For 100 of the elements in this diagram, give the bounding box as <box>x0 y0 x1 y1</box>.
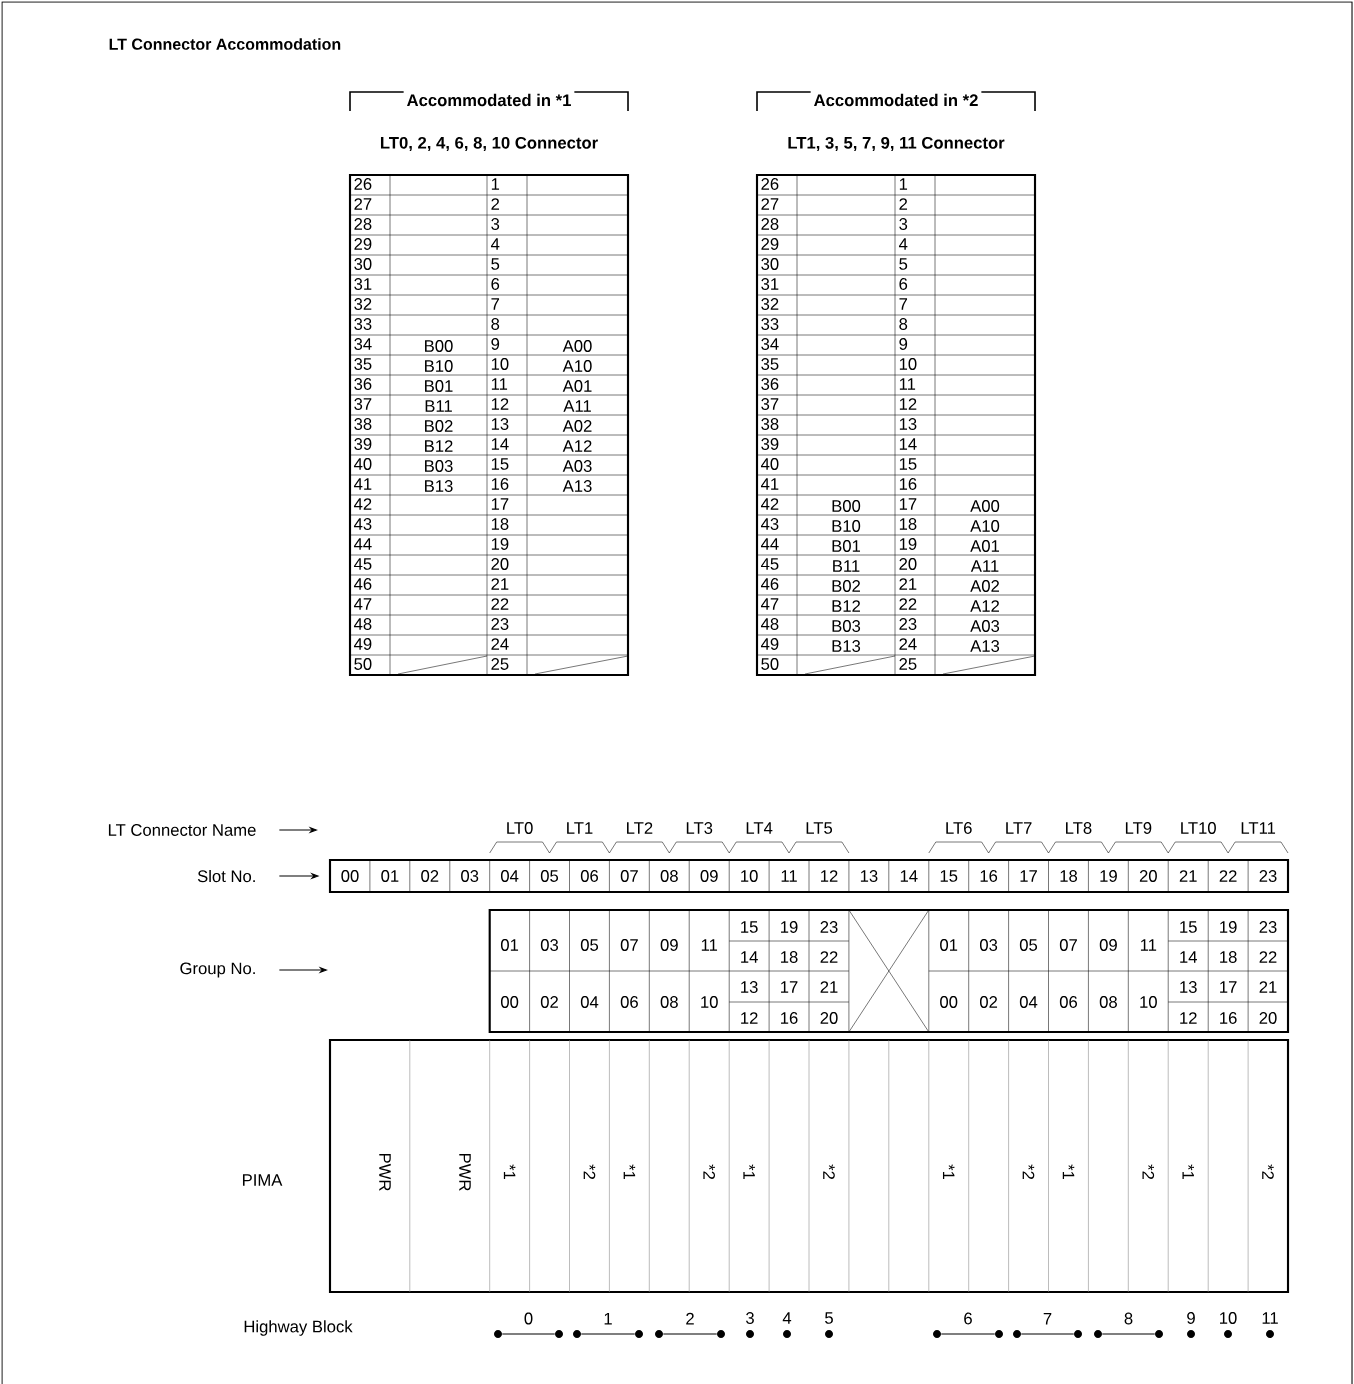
signal-name: B00 <box>832 500 861 512</box>
edge-label: 0 <box>524 1312 533 1325</box>
pin-number: 44 <box>354 538 372 550</box>
pin-number: 14 <box>899 438 917 450</box>
pin-number: 22 <box>899 598 917 610</box>
group-number: 10 <box>1140 996 1157 1008</box>
pin-number: 15 <box>491 458 509 470</box>
group-number: 02 <box>980 996 998 1008</box>
connector-name: LT1 <box>567 822 593 834</box>
pin-number: 14 <box>491 438 509 450</box>
pin-number: 43 <box>761 518 779 530</box>
pin-number: 45 <box>761 558 779 570</box>
signal-name: A13 <box>970 640 1000 652</box>
pin-number: 7 <box>899 298 908 310</box>
pin-number: 20 <box>899 558 917 570</box>
pin-number: 49 <box>761 638 779 650</box>
pin-number: 43 <box>354 518 372 530</box>
signal-name: B01 <box>425 380 453 392</box>
pin-number: 1 <box>491 178 500 190</box>
pin-number: 50 <box>761 658 779 670</box>
pin-number: 30 <box>761 258 779 270</box>
group-number: 15 <box>741 921 758 933</box>
slot-number: 19 <box>1100 870 1117 882</box>
pin-number: 31 <box>354 278 372 290</box>
pin-number: 15 <box>899 458 917 470</box>
pin-number: 46 <box>761 578 779 590</box>
edge-label: 6 <box>964 1312 972 1325</box>
block-line <box>1020 1333 1075 1335</box>
connector-name: LT0 <box>507 822 533 834</box>
connector-name: LT9 <box>1125 822 1152 834</box>
pin-number: 9 <box>899 338 908 350</box>
pin-number: 2 <box>491 198 500 210</box>
group-number: 20 <box>820 1012 838 1024</box>
pin-number: 6 <box>491 278 500 290</box>
block-number: 4 <box>782 1312 792 1324</box>
pin-number: 12 <box>899 398 917 410</box>
pin-number: 20 <box>491 558 509 570</box>
pin-number: 8 <box>491 318 500 330</box>
group-number: 23 <box>820 921 838 933</box>
connector-name: LT11 <box>1241 822 1276 834</box>
row-label: PIMA <box>243 1174 283 1186</box>
pin-number: 9 <box>491 338 500 350</box>
pin-number: 13 <box>491 418 509 430</box>
pin-number: 39 <box>761 438 779 450</box>
pin-number: 47 <box>354 598 372 610</box>
pin-number: 19 <box>491 538 509 550</box>
signal-name: B13 <box>425 480 453 492</box>
slot-number: 13 <box>860 870 878 882</box>
card-mark: *1 <box>1182 1164 1194 1180</box>
slot-number: 10 <box>741 870 758 882</box>
signal-name: B12 <box>832 600 860 612</box>
label: Accommodated in *1 <box>407 93 571 107</box>
group-number: 04 <box>580 996 599 1008</box>
pin-number: 34 <box>761 338 779 350</box>
slot-number: 12 <box>821 870 838 882</box>
pin-number: 49 <box>354 638 372 650</box>
card-mark: *1 <box>1062 1164 1075 1180</box>
group-number: 18 <box>781 951 798 963</box>
card-mark: *1 <box>503 1164 516 1180</box>
signal-name: A10 <box>562 360 592 372</box>
pin-number: 3 <box>899 218 908 230</box>
slot-number: 17 <box>1020 870 1037 882</box>
group-number: 01 <box>501 939 519 951</box>
signal-name: B11 <box>833 560 860 572</box>
pin-number: 8 <box>899 318 908 330</box>
pin-number: 26 <box>761 178 779 190</box>
group-number: 17 <box>1220 981 1237 993</box>
group-number: 11 <box>1140 939 1157 951</box>
group-number: 15 <box>1180 921 1197 933</box>
group-number: 13 <box>1180 981 1197 993</box>
group-number: 18 <box>1220 951 1237 963</box>
pin-number: 11 <box>491 378 508 390</box>
group-number: 14 <box>741 951 758 963</box>
group-number: 17 <box>781 981 798 993</box>
pin-number: 28 <box>354 218 372 230</box>
pin-number: 21 <box>899 578 917 590</box>
card-mark: *2 <box>1262 1164 1274 1180</box>
group-number: 22 <box>1259 951 1277 963</box>
slot-number: 11 <box>781 870 797 882</box>
signal-name: B10 <box>425 360 453 372</box>
slot-number: 15 <box>940 870 958 882</box>
block-number: 9 <box>1187 1312 1195 1324</box>
pin-number: 39 <box>354 438 372 450</box>
pin-number: 10 <box>899 358 917 370</box>
pin-number: 40 <box>761 458 779 470</box>
slot-number: 09 <box>700 870 718 882</box>
slot-number: 22 <box>1219 870 1237 882</box>
pin-number: 16 <box>491 478 509 490</box>
pin-number: 11 <box>899 378 916 390</box>
group-number: 09 <box>1099 939 1117 951</box>
group-number: 00 <box>501 996 519 1008</box>
block-line <box>1101 1333 1156 1335</box>
pin-number: 37 <box>761 398 779 410</box>
block-number: 10 <box>1220 1312 1237 1324</box>
group-number: 12 <box>741 1012 758 1024</box>
group-number: 04 <box>1019 996 1038 1008</box>
signal-name: B13 <box>832 640 861 652</box>
slot-number: 20 <box>1139 870 1157 882</box>
pin-number: 25 <box>491 658 509 670</box>
card-mark: *1 <box>623 1164 636 1180</box>
